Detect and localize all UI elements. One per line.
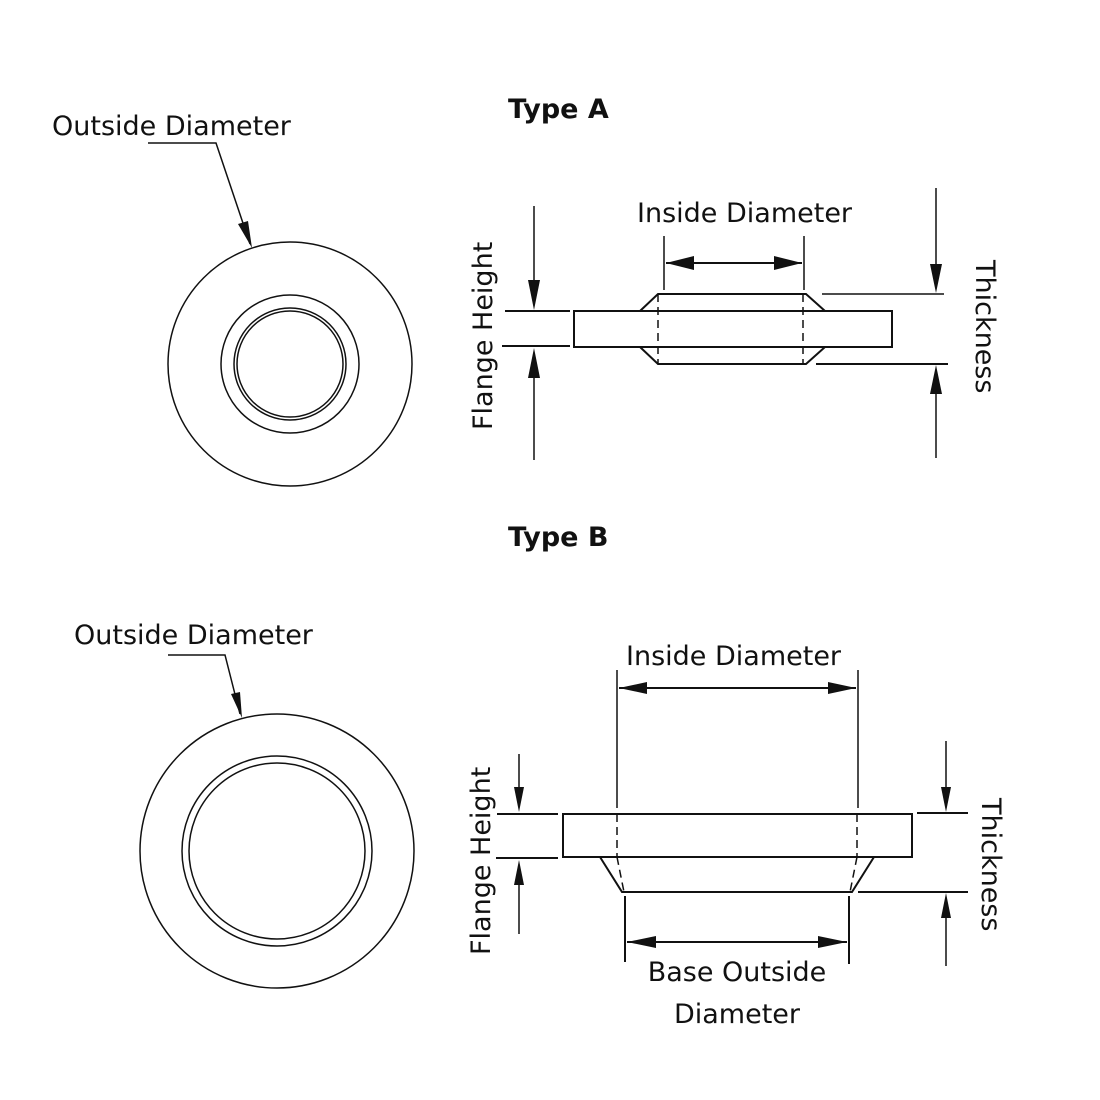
type-a-inside-diameter-label: Inside Diameter — [637, 198, 853, 229]
type-b-flange-height-label: Flange Height — [466, 767, 497, 955]
arrowhead-icon — [627, 936, 656, 948]
type-b-outside-diameter-leader: Outside Diameter — [74, 620, 314, 718]
type-b-inside-diameter-dim: Inside Diameter — [616, 641, 859, 808]
type-b-base-outside-diameter-dim: Base Outside Diameter — [624, 896, 850, 1030]
type-b-side-view — [562, 813, 913, 893]
arrowhead-icon — [231, 692, 242, 718]
arrowhead-icon — [528, 280, 540, 310]
type-b-top-view — [139, 713, 415, 989]
type-b-bore-hidden-right-taper — [849, 856, 858, 893]
arrowhead-icon — [528, 348, 540, 378]
type-a-top-boss — [639, 293, 826, 312]
type-b-flange-height-dim: Flange Height — [466, 754, 558, 955]
type-a-flange-height-label: Flange Height — [468, 242, 499, 430]
type-a-bore-outer-circle — [233, 307, 347, 421]
arrowhead-icon — [774, 256, 802, 270]
type-a-thickness-dim: Thickness — [816, 188, 1000, 458]
type-a-bore-inner-circle — [236, 310, 344, 418]
arrowhead-icon — [941, 787, 951, 812]
arrowhead-icon — [828, 682, 856, 694]
type-b-outside-diameter-label: Outside Diameter — [74, 620, 314, 651]
type-a-title: Type A — [508, 94, 609, 125]
arrowhead-icon — [666, 256, 694, 270]
leader-line — [148, 142, 251, 245]
type-a-inside-diameter-dim: Inside Diameter — [637, 198, 853, 290]
type-a-flange-circle — [220, 294, 360, 434]
arrowhead-icon — [619, 682, 647, 694]
type-b-base-taper — [599, 856, 875, 893]
arrowhead-icon — [238, 221, 252, 248]
type-b-flange-circle — [181, 755, 373, 947]
type-b-title: Type B — [508, 522, 608, 553]
arrowhead-icon — [514, 860, 524, 885]
type-b-flange-rect — [562, 813, 913, 858]
leader-line — [168, 654, 241, 715]
type-b-thickness-label: Thickness — [975, 797, 1006, 931]
arrowhead-icon — [818, 936, 847, 948]
type-b-base-outside-diameter-label-line2: Diameter — [674, 999, 801, 1030]
type-a-section: Type A Outside Diameter Inside Diameter — [52, 94, 1000, 487]
type-a-top-view — [167, 241, 413, 487]
arrowhead-icon — [514, 787, 524, 812]
type-a-thickness-label: Thickness — [969, 259, 1000, 393]
type-b-outer-circle — [139, 713, 415, 989]
type-a-outer-circle — [167, 241, 413, 487]
arrowhead-icon — [930, 264, 942, 293]
arrowhead-icon — [930, 365, 942, 394]
type-a-flange-height-dim: Flange Height — [468, 206, 570, 460]
type-a-bottom-boss — [639, 346, 826, 365]
type-b-base-outside-diameter-label-line1: Base Outside — [648, 957, 827, 988]
type-b-inside-diameter-label: Inside Diameter — [626, 641, 842, 672]
type-a-flange-rect — [573, 310, 893, 348]
type-b-bore-circle — [188, 762, 366, 940]
type-a-side-view — [573, 293, 893, 365]
type-b-section: Type B Outside Diameter Inside Diameter — [74, 522, 1006, 1030]
type-a-outside-diameter-leader: Outside Diameter — [52, 111, 292, 248]
type-a-outside-diameter-label: Outside Diameter — [52, 111, 292, 142]
arrowhead-icon — [941, 893, 951, 918]
type-b-thickness-dim: Thickness — [858, 741, 1006, 966]
type-b-bore-hidden-left-taper — [616, 856, 625, 893]
